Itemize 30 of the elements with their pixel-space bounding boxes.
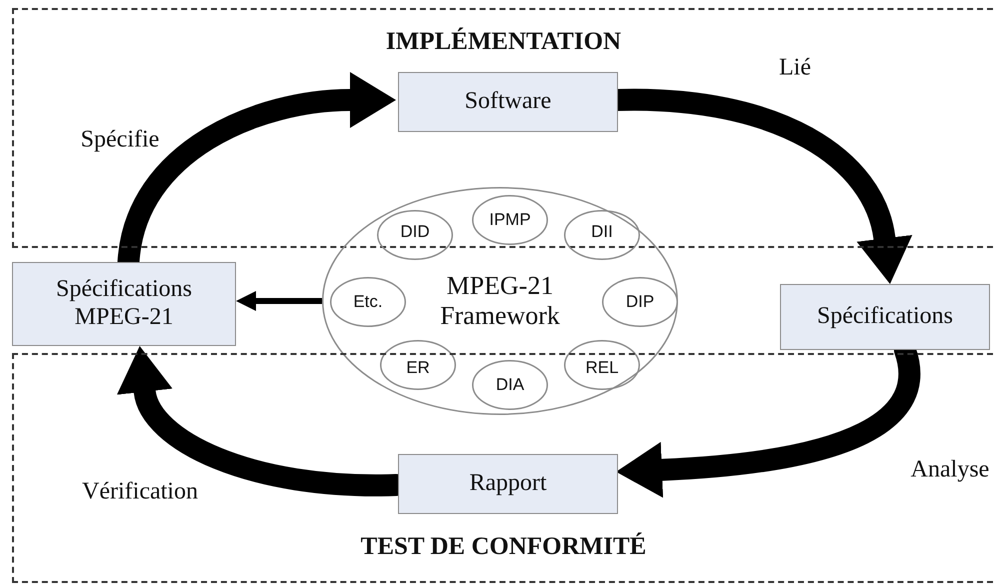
module-ellipse: [472, 195, 548, 245]
module-label: DII: [591, 222, 613, 242]
edge-label: Analyse: [908, 456, 992, 484]
module-ellipse: [377, 210, 453, 260]
framework-ellipse: [322, 187, 678, 415]
module-ellipse: [330, 277, 406, 327]
arrow: [236, 290, 322, 311]
module-ellipse: [472, 360, 548, 410]
box-label: Spécifications MPEG-21: [55, 276, 193, 332]
box-label: Spécifications: [817, 303, 953, 331]
process-box: [398, 454, 618, 514]
process-box: [780, 284, 990, 350]
region-title: IMPLÉMENTATION: [384, 28, 622, 56]
module-label: DID: [400, 222, 430, 242]
framework-label: MPEG-21 Framework: [439, 271, 561, 331]
box-label: Software: [464, 88, 552, 116]
module-ellipse: [602, 277, 678, 327]
module-label: Etc.: [353, 292, 383, 312]
module-ellipse: [564, 340, 640, 390]
box-label: Rapport: [469, 470, 547, 498]
module-label: DIP: [626, 292, 654, 312]
region-title: TEST DE CONFORMITÉ: [360, 533, 648, 561]
module-label: ER: [406, 358, 430, 378]
process-box: [398, 72, 618, 132]
module-ellipse: [564, 210, 640, 260]
module-ellipse: [380, 340, 456, 390]
module-label: DIA: [496, 375, 524, 395]
process-box: [12, 262, 236, 346]
module-label: REL: [585, 358, 619, 378]
module-label: IPMP: [489, 210, 531, 230]
